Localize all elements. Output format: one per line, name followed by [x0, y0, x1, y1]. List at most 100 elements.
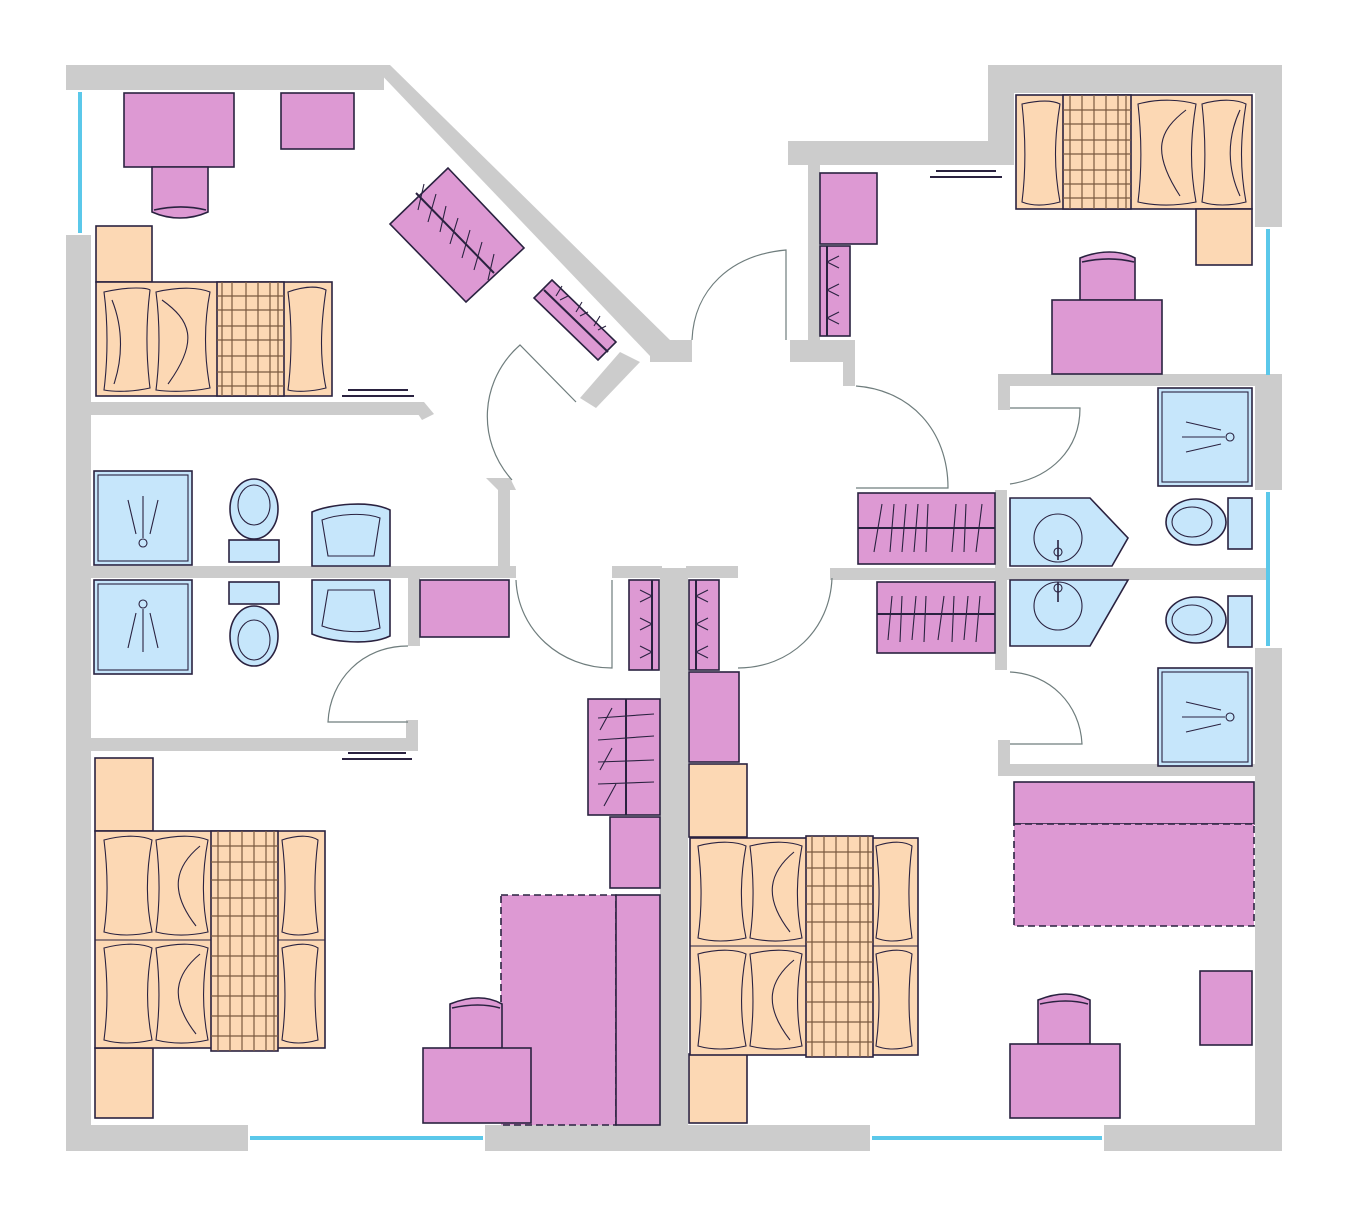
- chair-icon: [1037, 993, 1091, 1045]
- wardrobe-icon: [688, 579, 720, 671]
- door-swing-icon: [691, 249, 787, 341]
- shelf-icon: [615, 894, 661, 1126]
- wall-top-right-step: [988, 65, 1282, 93]
- wall-center-divider: [660, 568, 688, 1151]
- toilet-icon: [228, 581, 280, 667]
- nightstand-icon: [1195, 208, 1253, 266]
- wall-bath-left-top-end: [410, 402, 434, 420]
- wall-bath-right-bottom-stub: [998, 740, 1010, 776]
- wall-tr-room-bottom-stub: [790, 340, 850, 362]
- chair-icon: [151, 166, 209, 219]
- bathroom-left-lower: [93, 579, 510, 675]
- door-swing-icon: [1009, 671, 1083, 745]
- nightstand-icon: [688, 763, 748, 838]
- nightstand-icon: [280, 92, 355, 150]
- door-swing-icon: [515, 579, 613, 669]
- wardrobe-icon: [388, 166, 526, 304]
- toilet-icon: [228, 478, 280, 563]
- shelf-icon: [1199, 970, 1253, 1046]
- wardrobe-icon: [876, 581, 996, 654]
- wall-bath-right-bottom: [998, 764, 1262, 776]
- wall-right-outer-mid: [1255, 377, 1282, 490]
- door-swing-icon: [1009, 407, 1081, 485]
- toilet-icon: [1165, 595, 1253, 648]
- wall-center-stub-right: [686, 566, 738, 578]
- wall-top-right-inner: [788, 141, 1014, 165]
- door-swing-icon: [486, 344, 577, 481]
- desk-icon: [123, 92, 235, 168]
- bathroom-right-lower: [876, 579, 1253, 767]
- bedroom-bottom-left: [94, 698, 661, 1126]
- shelf-icon: [1013, 781, 1255, 825]
- wall-bath-left-bottom: [66, 738, 418, 751]
- nightstand-icon: [94, 757, 154, 832]
- chair-icon: [449, 997, 503, 1049]
- nightstand-icon: [95, 225, 153, 283]
- corridor-wardrobes: [628, 579, 720, 671]
- nightstand-icon: [688, 1053, 748, 1124]
- radiators: [342, 170, 1002, 760]
- sink-icon: [311, 503, 391, 567]
- wall-bath-right-mid: [830, 568, 1268, 580]
- wall-tr-room-left: [808, 160, 820, 360]
- wall-center-stub-left: [612, 566, 662, 578]
- wall-bottom-right: [1104, 1125, 1282, 1151]
- wall-bath-right-top-stub: [998, 374, 1010, 410]
- wall-right-outer-bottom: [1255, 648, 1282, 1151]
- sink-icon: [1009, 497, 1129, 567]
- shower-icon: [93, 470, 193, 566]
- toilet-icon: [1165, 497, 1253, 550]
- wardrobe-icon: [587, 698, 661, 816]
- wall-bath-left-top: [66, 402, 420, 415]
- wall-top-left: [66, 65, 384, 90]
- bed-icon: [1015, 94, 1253, 210]
- wall-bath-left-right: [498, 480, 510, 578]
- shower-icon: [1157, 387, 1253, 487]
- wall-bath-left-mid: [66, 566, 516, 578]
- bedroom-bottom-right: [1009, 781, 1255, 1119]
- bedroom-top-left: [95, 92, 618, 397]
- bed-icon: [689, 835, 919, 1058]
- sink-icon: [1009, 579, 1130, 647]
- radiator-icon: [342, 389, 414, 397]
- wall-door-stub-top: [650, 340, 692, 362]
- wardrobe-icon: [628, 579, 660, 671]
- shower-icon: [93, 579, 193, 675]
- wall-bath-left-bottom-stub: [406, 720, 418, 751]
- door-swing-icon: [855, 385, 949, 489]
- doors: [327, 249, 1083, 745]
- desk-icon: [1009, 1043, 1121, 1119]
- wall-bottom-left: [66, 1125, 248, 1151]
- desk-icon: [1051, 299, 1163, 375]
- bathroom-right-upper: [857, 387, 1253, 567]
- wall-bath-left-inner: [408, 566, 420, 646]
- wall-right-outer-top: [1255, 65, 1282, 227]
- radiator-icon: [930, 170, 1002, 178]
- wall-diagonal-left: [372, 65, 672, 360]
- wall-bath-left-right-tip: [486, 478, 516, 490]
- shelf-icon: [419, 579, 510, 638]
- wall-bottom-center: [485, 1125, 870, 1151]
- wardrobe-icon: [532, 278, 618, 362]
- table-icon: [1013, 823, 1255, 927]
- windows: [78, 92, 1270, 1140]
- wall-bath-right-top: [998, 374, 1282, 386]
- wardrobe-icon: [819, 245, 851, 337]
- bed-icon: [94, 830, 326, 1052]
- sink-icon: [311, 579, 391, 643]
- door-swing-icon: [737, 577, 833, 669]
- chair-icon: [1079, 251, 1136, 301]
- nightstand-icon: [94, 1047, 154, 1119]
- shelf-icon: [609, 816, 661, 889]
- door-swing-icon: [327, 645, 409, 723]
- bed-icon: [95, 281, 333, 397]
- shower-icon: [1157, 667, 1253, 767]
- shelf-icon: [819, 172, 878, 245]
- bedroom-bottom-center: [688, 671, 919, 1124]
- wall-tr-closet-side: [843, 340, 855, 386]
- radiator-icon: [342, 752, 412, 760]
- wall-diagonal-inner: [580, 352, 640, 408]
- desk-icon: [422, 1047, 532, 1124]
- wall-left-outer-top: [66, 235, 91, 1151]
